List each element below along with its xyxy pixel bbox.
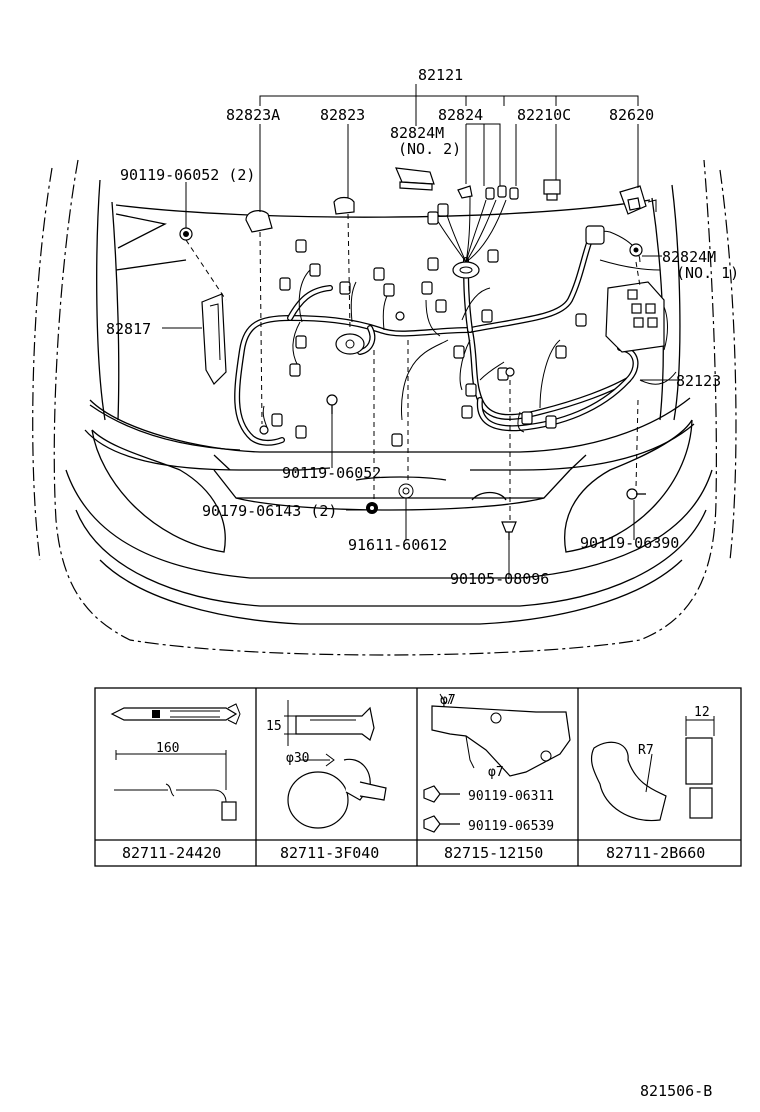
relay-block bbox=[605, 281, 665, 353]
detail-part-1: 82711-24420 bbox=[122, 844, 221, 862]
label-82823: 82823 bbox=[320, 106, 365, 124]
connector bbox=[373, 267, 385, 281]
leader-lines bbox=[162, 84, 676, 578]
connector bbox=[437, 203, 449, 217]
connector bbox=[309, 263, 321, 277]
connector bbox=[465, 383, 477, 397]
label-82620: 82620 bbox=[609, 106, 654, 124]
detail-grommet-clip: R7 12 bbox=[590, 705, 715, 822]
dim-phi30: φ30 bbox=[286, 751, 309, 766]
bolt-center bbox=[326, 394, 338, 414]
bolt-icon bbox=[423, 785, 460, 803]
connector bbox=[427, 211, 439, 225]
detail-part-2: 82711-3F040 bbox=[280, 844, 379, 862]
part-82823A-shape bbox=[245, 210, 273, 233]
car-body-outline bbox=[32, 159, 737, 656]
label-82824M-no2-sub: (NO. 2) bbox=[398, 140, 461, 158]
connector bbox=[497, 185, 507, 198]
connector bbox=[295, 425, 307, 439]
dim-R7: R7 bbox=[638, 743, 654, 758]
part-82823-shape bbox=[333, 196, 355, 215]
nut-front bbox=[366, 502, 378, 514]
connector bbox=[453, 345, 465, 359]
bolt-top-left bbox=[179, 227, 193, 241]
dim-12: 12 bbox=[694, 705, 710, 720]
part-82824M-no1-shape bbox=[629, 243, 643, 257]
clip-front-center bbox=[501, 521, 517, 540]
detail-bracket: φ7 φ7 90119-06311 90119-06539 bbox=[423, 693, 571, 834]
connector bbox=[339, 281, 351, 295]
body-fasteners bbox=[326, 394, 646, 540]
connector bbox=[485, 187, 495, 200]
label-90119-06052-2: 90119-06052 (2) bbox=[120, 166, 255, 184]
detail-part-4: 82711-2B660 bbox=[606, 844, 705, 862]
connector bbox=[575, 313, 587, 327]
connector bbox=[545, 415, 557, 429]
part-82620-shape bbox=[619, 185, 657, 215]
detail-cable-tie: 160 bbox=[110, 703, 241, 821]
part-82210C-shape bbox=[543, 179, 561, 201]
label-82824: 82824 bbox=[438, 106, 483, 124]
connector bbox=[295, 335, 307, 349]
connector bbox=[487, 249, 499, 263]
label-82824M-no1: 82824M bbox=[662, 248, 716, 266]
label-82121: 82121 bbox=[418, 66, 463, 84]
connector bbox=[427, 257, 439, 271]
connector bbox=[271, 413, 283, 427]
label-82817: 82817 bbox=[106, 320, 151, 338]
label-90119-06052: 90119-06052 bbox=[282, 464, 381, 482]
part-82824-shape bbox=[457, 185, 473, 199]
label-90179-06143: 90179-06143 (2) bbox=[202, 502, 337, 520]
harness-connectors bbox=[259, 185, 665, 447]
bolt-right-front bbox=[626, 488, 646, 500]
label-90119-06390: 90119-06390 bbox=[580, 534, 679, 552]
connector bbox=[509, 187, 519, 200]
dim-phi7-b: φ7 bbox=[488, 765, 504, 780]
connector bbox=[481, 309, 493, 323]
connector bbox=[279, 277, 291, 291]
connector bbox=[289, 363, 301, 377]
figure-id: 821506-B bbox=[640, 1082, 712, 1100]
top-parts bbox=[179, 167, 657, 257]
part-82824M-no2-shape bbox=[395, 167, 435, 191]
connector bbox=[435, 299, 447, 313]
connector bbox=[521, 411, 533, 425]
bolt-90119-06539: 90119-06539 bbox=[468, 819, 554, 834]
detail-part-3: 82715-12150 bbox=[444, 844, 543, 862]
dim-phi7-a: φ7 bbox=[440, 693, 456, 708]
part-82817-bracket bbox=[201, 293, 227, 385]
label-82823A: 82823A bbox=[226, 106, 280, 124]
label-90105-08096: 90105-08096 bbox=[450, 570, 549, 588]
connector bbox=[295, 239, 307, 253]
connector bbox=[461, 405, 473, 419]
bolt-90119-06311: 90119-06311 bbox=[468, 789, 554, 804]
detail-clamp: 15 φ30 bbox=[266, 700, 387, 829]
connector bbox=[383, 283, 395, 297]
dim-160: 160 bbox=[156, 741, 179, 756]
label-82210C: 82210C bbox=[517, 106, 571, 124]
connector bbox=[585, 225, 605, 245]
connector bbox=[421, 281, 433, 295]
label-82123: 82123 bbox=[676, 372, 721, 390]
connector bbox=[555, 345, 567, 359]
callout-labels: 82121 82823A 82823 82824 82210C 82620 82… bbox=[106, 66, 739, 588]
dim-15: 15 bbox=[266, 719, 282, 734]
label-82824M-no1-sub: (NO. 1) bbox=[676, 264, 739, 282]
connector bbox=[391, 433, 403, 447]
detail-table: 160 15 φ30 φ7 φ7 bbox=[94, 687, 742, 867]
label-91611-60612: 91611-60612 bbox=[348, 536, 447, 554]
bolt-icon bbox=[423, 815, 460, 833]
label-82824M-no2: 82824M bbox=[390, 124, 444, 142]
